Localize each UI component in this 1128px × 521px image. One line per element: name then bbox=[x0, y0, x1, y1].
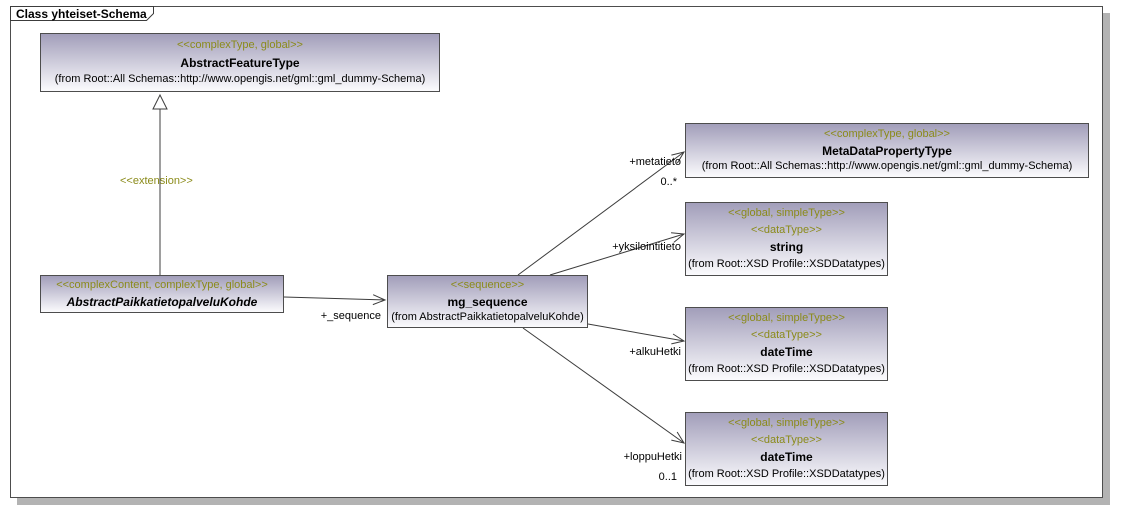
class-package: (from Root::All Schemas::http://www.open… bbox=[701, 160, 1073, 173]
class-mg-sequence[interactable]: <<sequence>> mg_sequence (from AbstractP… bbox=[387, 275, 588, 328]
stereotype-label: <<global, simpleType>> bbox=[728, 312, 845, 325]
class-package: (from AbstractPaikkatietopalveluKohde) bbox=[391, 310, 584, 323]
stereotype-label: <<dataType>> bbox=[751, 223, 822, 236]
sequence-role-label: +_sequence bbox=[320, 310, 381, 322]
stereotype-label: <<complexType, global>> bbox=[824, 127, 950, 140]
association-metatieto-edge[interactable] bbox=[517, 151, 686, 276]
yksilointitieto-role-label: +yksilointitieto bbox=[612, 241, 681, 253]
stereotype-label: <<global, simpleType>> bbox=[728, 417, 845, 430]
class-name: MetaDataPropertyType bbox=[822, 143, 952, 158]
frame-title: Class yhteiset-Schema bbox=[16, 7, 147, 21]
stereotype-label: <<dataType>> bbox=[751, 328, 822, 341]
association-loppuhetki-edge[interactable] bbox=[522, 327, 686, 444]
class-name: dateTime bbox=[760, 450, 813, 465]
class-meta-data-property-type[interactable]: <<complexType, global>> MetaDataProperty… bbox=[685, 123, 1089, 178]
class-package: (from Root::XSD Profile::XSDDatatypes) bbox=[688, 467, 885, 480]
frame-tab-shape bbox=[10, 6, 154, 21]
class-string[interactable]: <<global, simpleType>> <<dataType>> stri… bbox=[685, 202, 888, 276]
class-name: mg_sequence bbox=[447, 294, 528, 309]
class-package: (from Root::XSD Profile::XSDDatatypes) bbox=[688, 362, 885, 375]
class-abstract-feature-type[interactable]: <<complexType, global>> AbstractFeatureT… bbox=[40, 33, 440, 92]
association-sequence-edge[interactable] bbox=[283, 294, 387, 306]
metatieto-role-label: +metatieto bbox=[629, 156, 681, 168]
class-name: AbstractFeatureType bbox=[180, 55, 300, 70]
stereotype-label: <<complexType, global>> bbox=[177, 38, 303, 51]
loppuhetki-multiplicity-label: 0..1 bbox=[658, 471, 677, 483]
class-abstract-paikkatietopalvelu-kohde[interactable]: <<complexContent, complexType, global>> … bbox=[40, 275, 284, 313]
stereotype-label: <<complexContent, complexType, global>> bbox=[56, 279, 268, 292]
stereotype-label: <<dataType>> bbox=[751, 433, 822, 446]
class-name: string bbox=[769, 240, 804, 255]
class-datetime-2[interactable]: <<global, simpleType>> <<dataType>> date… bbox=[685, 412, 888, 486]
association-alkuhetki-edge[interactable] bbox=[587, 323, 686, 345]
class-name: AbstractPaikkatietopalveluKohde bbox=[66, 294, 258, 309]
loppuhetki-role-label: +loppuHetki bbox=[623, 451, 682, 463]
metatieto-multiplicity-label: 0..* bbox=[660, 176, 677, 188]
class-datetime-1[interactable]: <<global, simpleType>> <<dataType>> date… bbox=[685, 307, 888, 381]
association-yksilointitieto-edge[interactable] bbox=[549, 232, 686, 276]
extension-edge-label: <<extension>> bbox=[120, 175, 193, 187]
class-name: dateTime bbox=[760, 345, 813, 360]
stereotype-label: <<global, simpleType>> bbox=[728, 207, 845, 220]
class-package: (from Root::All Schemas::http://www.open… bbox=[54, 73, 426, 86]
stereotype-label: <<sequence>> bbox=[450, 279, 525, 292]
class-package: (from Root::XSD Profile::XSDDatatypes) bbox=[688, 257, 885, 270]
alkuhetki-role-label: +alkuHetki bbox=[629, 346, 681, 358]
